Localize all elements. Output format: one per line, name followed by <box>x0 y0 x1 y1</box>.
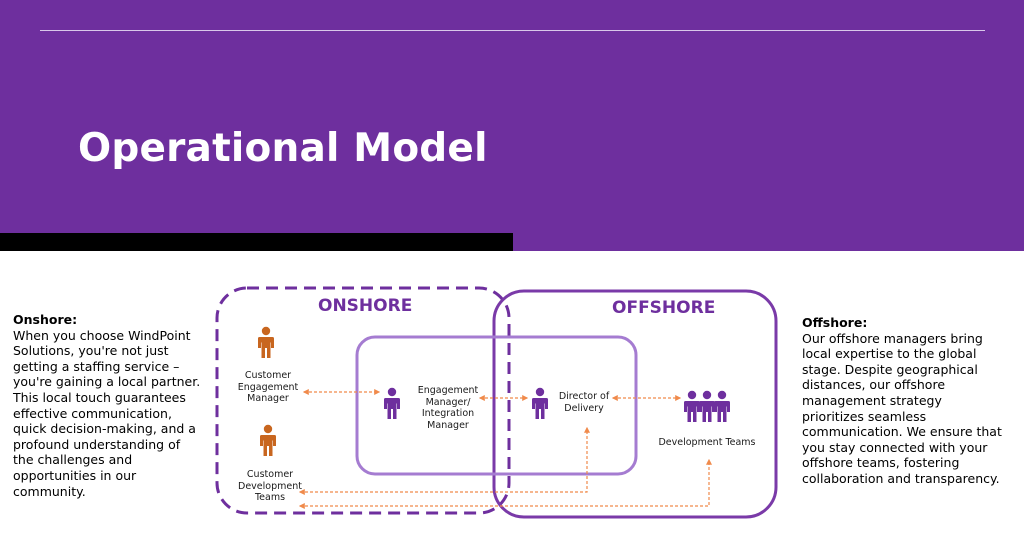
offshore-description: Offshore: Our offshore managers bring lo… <box>802 315 1007 487</box>
offshore-box <box>492 289 778 519</box>
development-teams-label: Development Teams <box>658 437 756 448</box>
development-teams-icon <box>684 390 730 422</box>
accent-bar <box>0 233 513 251</box>
director-of-delivery-icon <box>532 387 548 419</box>
onshore-description: Onshore: When you choose WindPoint Solut… <box>13 312 203 499</box>
offshore-body: Our offshore managers bring local expert… <box>802 330 1002 486</box>
engagement-manager-icon <box>384 387 400 419</box>
offshore-heading: Offshore: <box>802 315 868 330</box>
arrow-cdt-teams <box>298 458 712 509</box>
onshore-body: When you choose WindPoint Solutions, you… <box>13 327 201 499</box>
customer-engagement-manager-label: Customer Engagement Manager <box>237 370 299 404</box>
page-title: Operational Model <box>78 126 488 171</box>
connectors <box>298 389 712 509</box>
onshore-box-label: ONSHORE <box>318 296 413 316</box>
customer-engagement-manager-icon <box>258 326 274 358</box>
header-band: Operational Model <box>0 0 1024 251</box>
engagement-manager-label: Engagement Manager/ Integration Manager <box>417 385 479 431</box>
director-of-delivery-label: Director of Delivery <box>558 391 610 414</box>
customer-development-teams-icon <box>260 424 276 456</box>
header-divider <box>40 30 985 31</box>
customer-development-teams-label: Customer Development Teams <box>238 469 302 503</box>
arrow-cdt-dod <box>298 426 590 495</box>
offshore-box-label: OFFSHORE <box>612 298 716 318</box>
onshore-heading: Onshore: <box>13 312 78 327</box>
